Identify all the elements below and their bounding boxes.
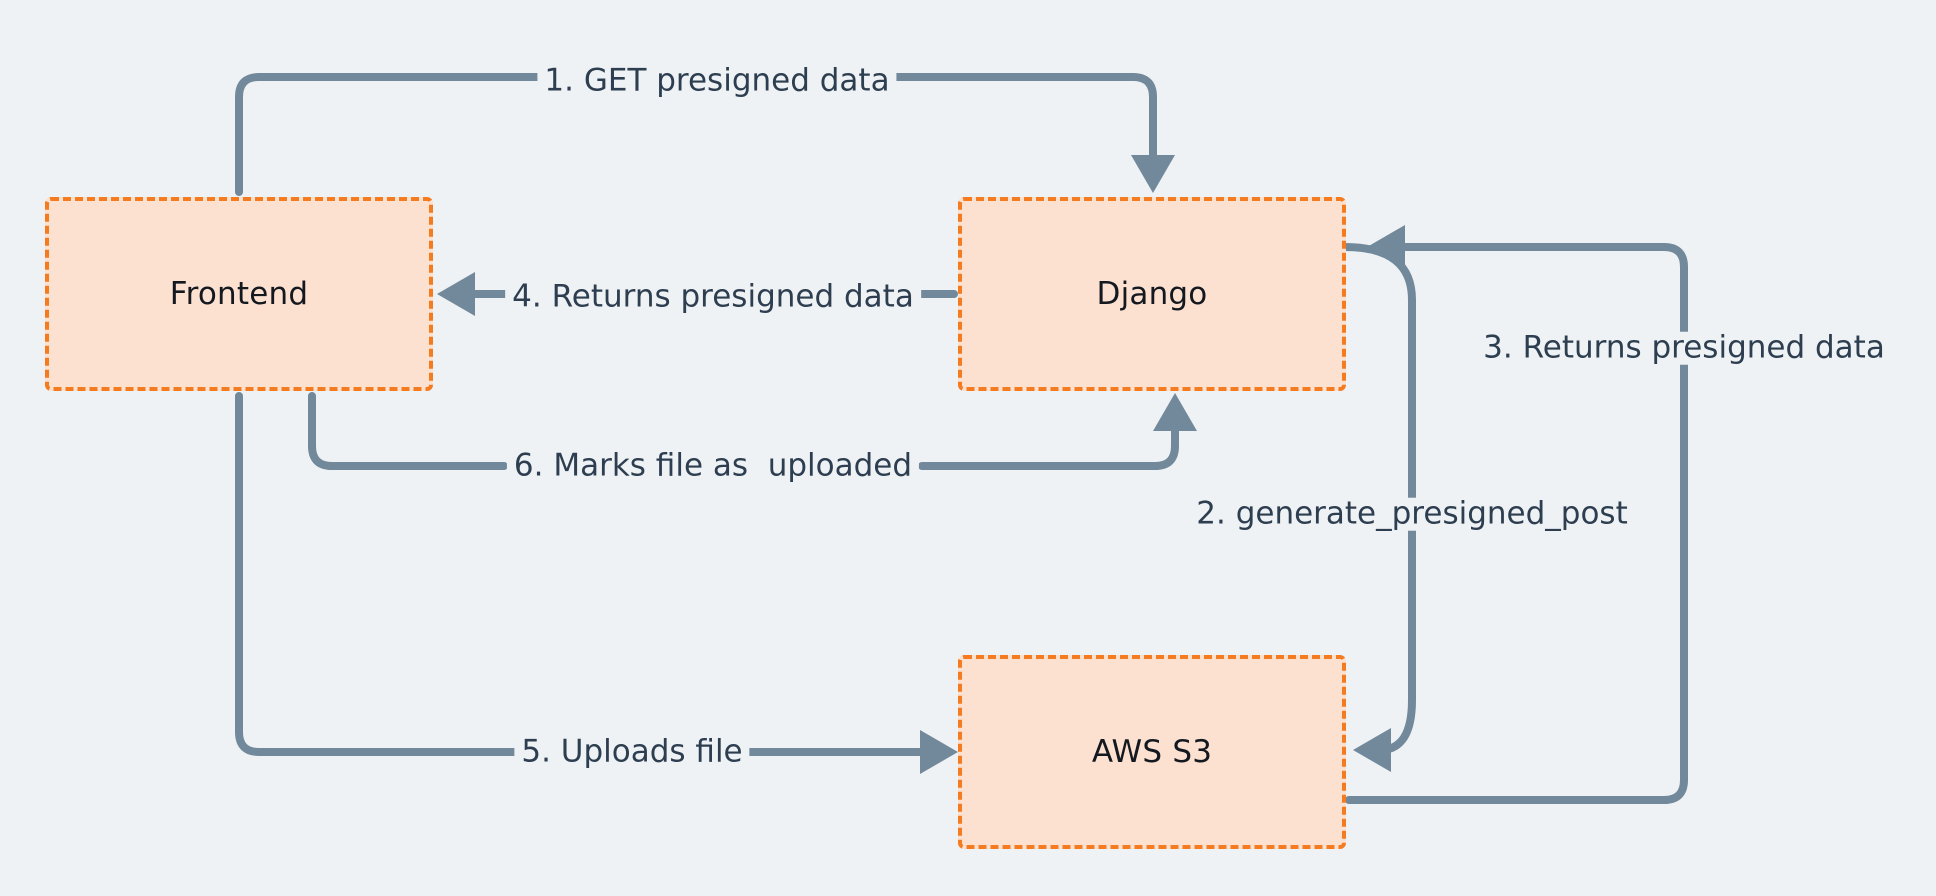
arrow-head-left-frontend <box>437 272 475 316</box>
edge-label-5-uploads-file: 5. Uploads file <box>514 736 750 769</box>
node-aws-s3[interactable]: AWS S3 <box>958 655 1346 849</box>
edge-label-2-generate-presigned-post: 2. generate_presigned_post <box>1189 498 1635 531</box>
arrow-head-right-s3 <box>920 730 958 774</box>
arrow-head-left-django <box>1367 225 1405 269</box>
edge-label-1-get-presigned-data: 1. GET presigned data <box>537 65 897 98</box>
edge-6-connector <box>308 392 1197 470</box>
arrow-head-down-django <box>1131 155 1175 193</box>
arrow-head-up-django <box>1153 393 1197 431</box>
node-django-label: Django <box>1096 276 1208 312</box>
edge-label-4-returns-presigned-data: 4. Returns presigned data <box>505 281 921 314</box>
edge-5-connector <box>235 392 958 774</box>
node-django[interactable]: Django <box>958 197 1346 391</box>
arrow-head-left-s3 <box>1353 728 1391 772</box>
edge-label-6-marks-file-as-uploaded: 6. Marks file as uploaded <box>506 450 920 483</box>
node-aws-s3-label: AWS S3 <box>1091 734 1213 770</box>
edge-label-3-returns-presigned-data: 3. Returns presigned data <box>1476 332 1892 365</box>
node-frontend-label: Frontend <box>169 276 309 312</box>
edge-3-connector <box>1345 225 1688 804</box>
node-frontend[interactable]: Frontend <box>45 197 433 391</box>
